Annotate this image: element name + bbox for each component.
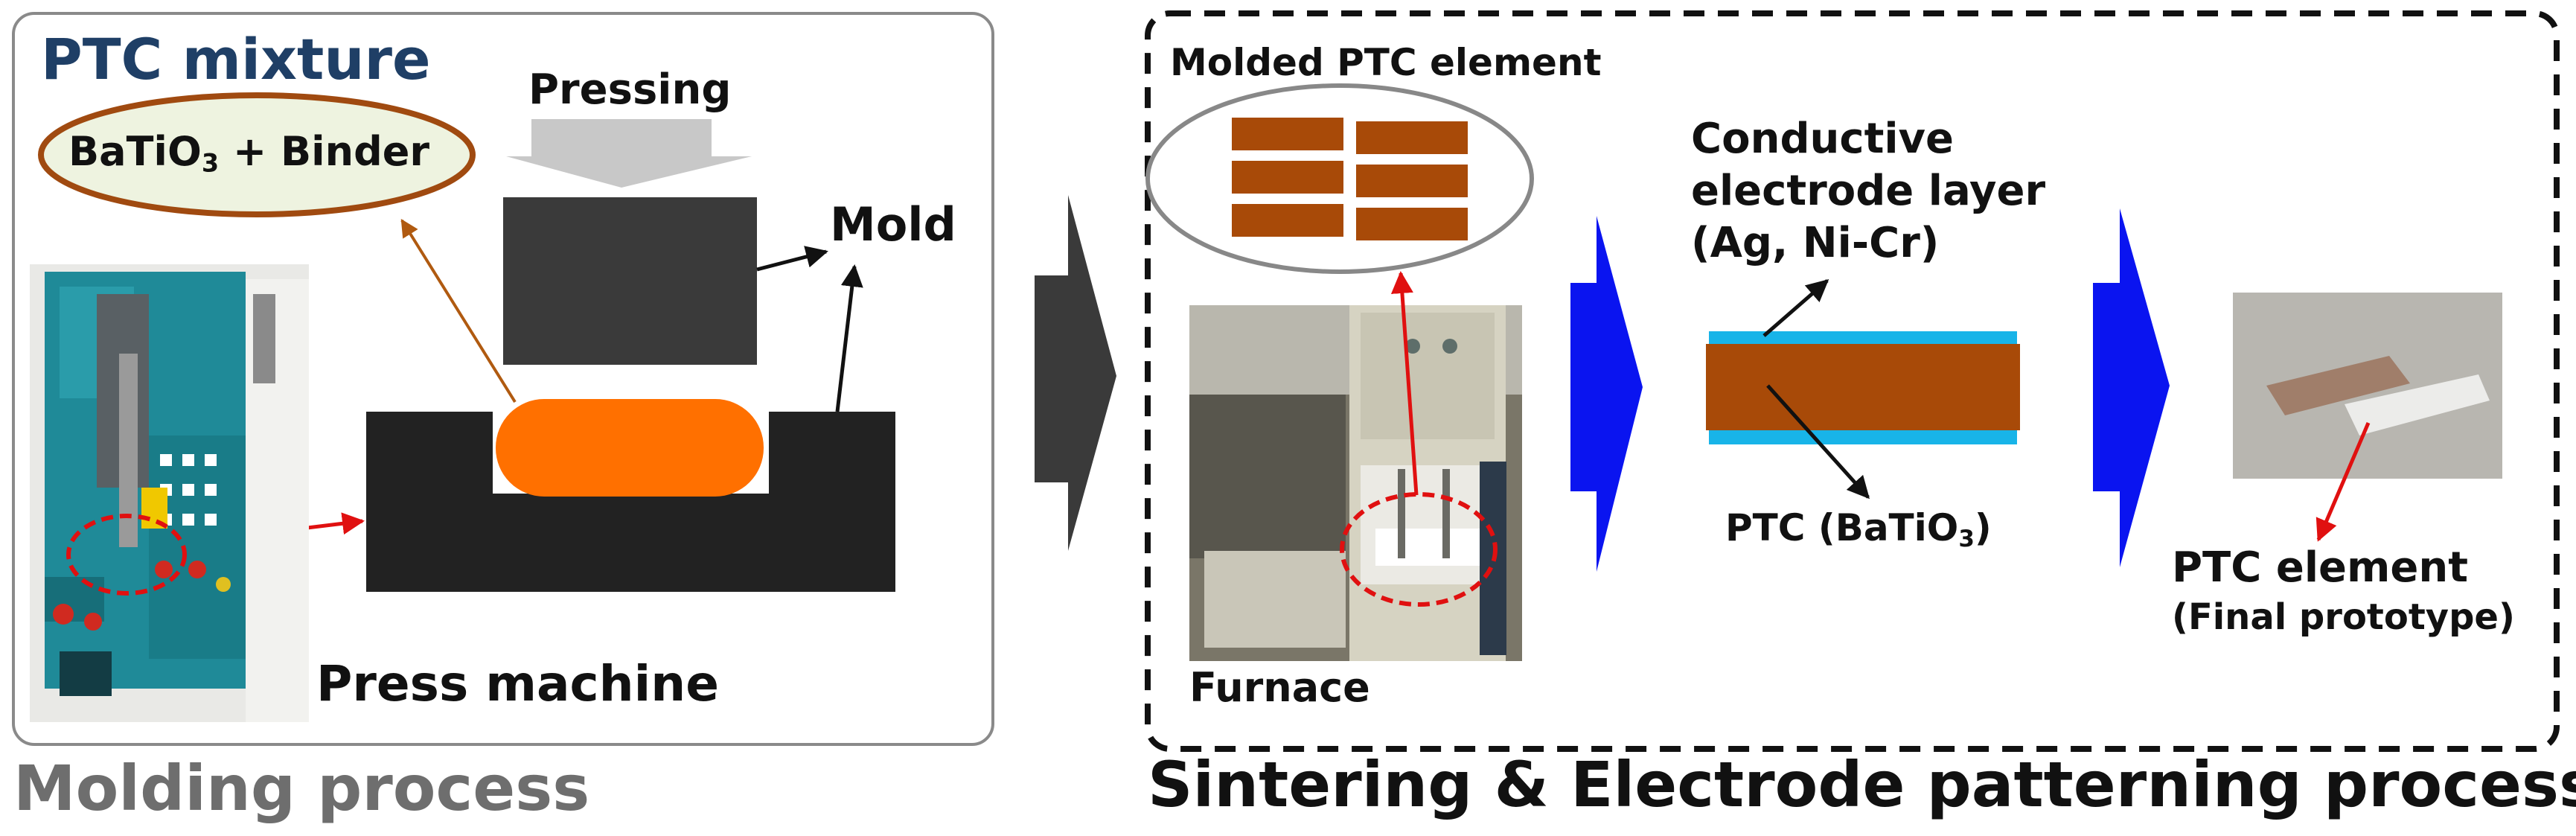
ptc-element-line-2: (Final prototype) bbox=[2172, 596, 2515, 638]
mixture-ellipse bbox=[38, 92, 476, 217]
ptc-element-line-1: PTC element bbox=[2172, 543, 2468, 592]
mold-label: Mold bbox=[830, 197, 956, 252]
molding-caption: Molding process bbox=[13, 752, 590, 825]
molded-element-label: Molded PTC element bbox=[1170, 41, 1602, 84]
chevron-arrow-icon bbox=[1035, 195, 1116, 551]
ptc-mixture-title: PTC mixture bbox=[41, 26, 431, 92]
mold-die bbox=[366, 412, 895, 592]
electrode-line-2: electrode layer bbox=[1691, 167, 2046, 215]
mold-arrow-from-die bbox=[835, 264, 863, 412]
final-prototype-photo bbox=[2233, 293, 2502, 479]
ptc-arrow bbox=[1766, 384, 1870, 500]
prototype-illustration bbox=[2233, 293, 2502, 479]
electrode-arrow bbox=[1762, 279, 1829, 337]
molded-tile bbox=[1356, 208, 1468, 240]
ptc-mixture-in-mold bbox=[496, 399, 764, 497]
mixture-subscript: 3 bbox=[201, 148, 220, 178]
electrode-line-1: Conductive bbox=[1691, 115, 1955, 163]
ptc-suffix: ) bbox=[1974, 506, 1992, 549]
ptc-batio3-label: PTC (BaTiO3) bbox=[1725, 506, 1992, 552]
sintering-caption: Sintering & Electrode patterning process bbox=[1148, 748, 2576, 821]
molded-tile bbox=[1232, 161, 1343, 194]
press-machine-photo bbox=[30, 264, 309, 722]
electrode-line-3: (Ag, Ni-Cr) bbox=[1691, 219, 1940, 267]
mold-arrow-from-punch bbox=[756, 246, 828, 272]
chevron-arrow-icon bbox=[1570, 216, 1643, 572]
mixture-label: BaTiO3 + Binder bbox=[68, 128, 430, 178]
mixture-suffix: + Binder bbox=[219, 128, 430, 175]
chevron-arrow-icon bbox=[2093, 208, 2170, 567]
molded-tile bbox=[1356, 165, 1468, 197]
molded-tile bbox=[1356, 121, 1468, 154]
ptc-core-layer bbox=[1706, 344, 2020, 430]
electrode-label: Conductive electrode layer (Ag, Ni-Cr) bbox=[1691, 113, 2045, 269]
ptc-prefix: PTC (BaTiO bbox=[1725, 506, 1959, 549]
press-machine-label: Press machine bbox=[316, 655, 720, 712]
mixture-pointer-line bbox=[400, 218, 517, 403]
furnace-photo bbox=[1189, 305, 1522, 661]
press-machine-illustration bbox=[30, 264, 309, 722]
molded-tile bbox=[1232, 204, 1343, 237]
pressing-label: Pressing bbox=[528, 66, 732, 114]
furnace-illustration bbox=[1189, 305, 1522, 661]
ptc-subscript: 3 bbox=[1958, 525, 1975, 552]
molded-tile bbox=[1232, 118, 1343, 150]
mold-upper-punch bbox=[503, 197, 757, 365]
molded-element-tiles bbox=[1232, 118, 1468, 240]
furnace-label: Furnace bbox=[1189, 664, 1370, 711]
ptc-element-label: PTC element (Final prototype) bbox=[2172, 543, 2515, 642]
sintering-panel-frame bbox=[1145, 10, 2560, 752]
down-arrow-icon bbox=[506, 119, 752, 188]
mixture-prefix: BaTiO bbox=[68, 128, 202, 175]
